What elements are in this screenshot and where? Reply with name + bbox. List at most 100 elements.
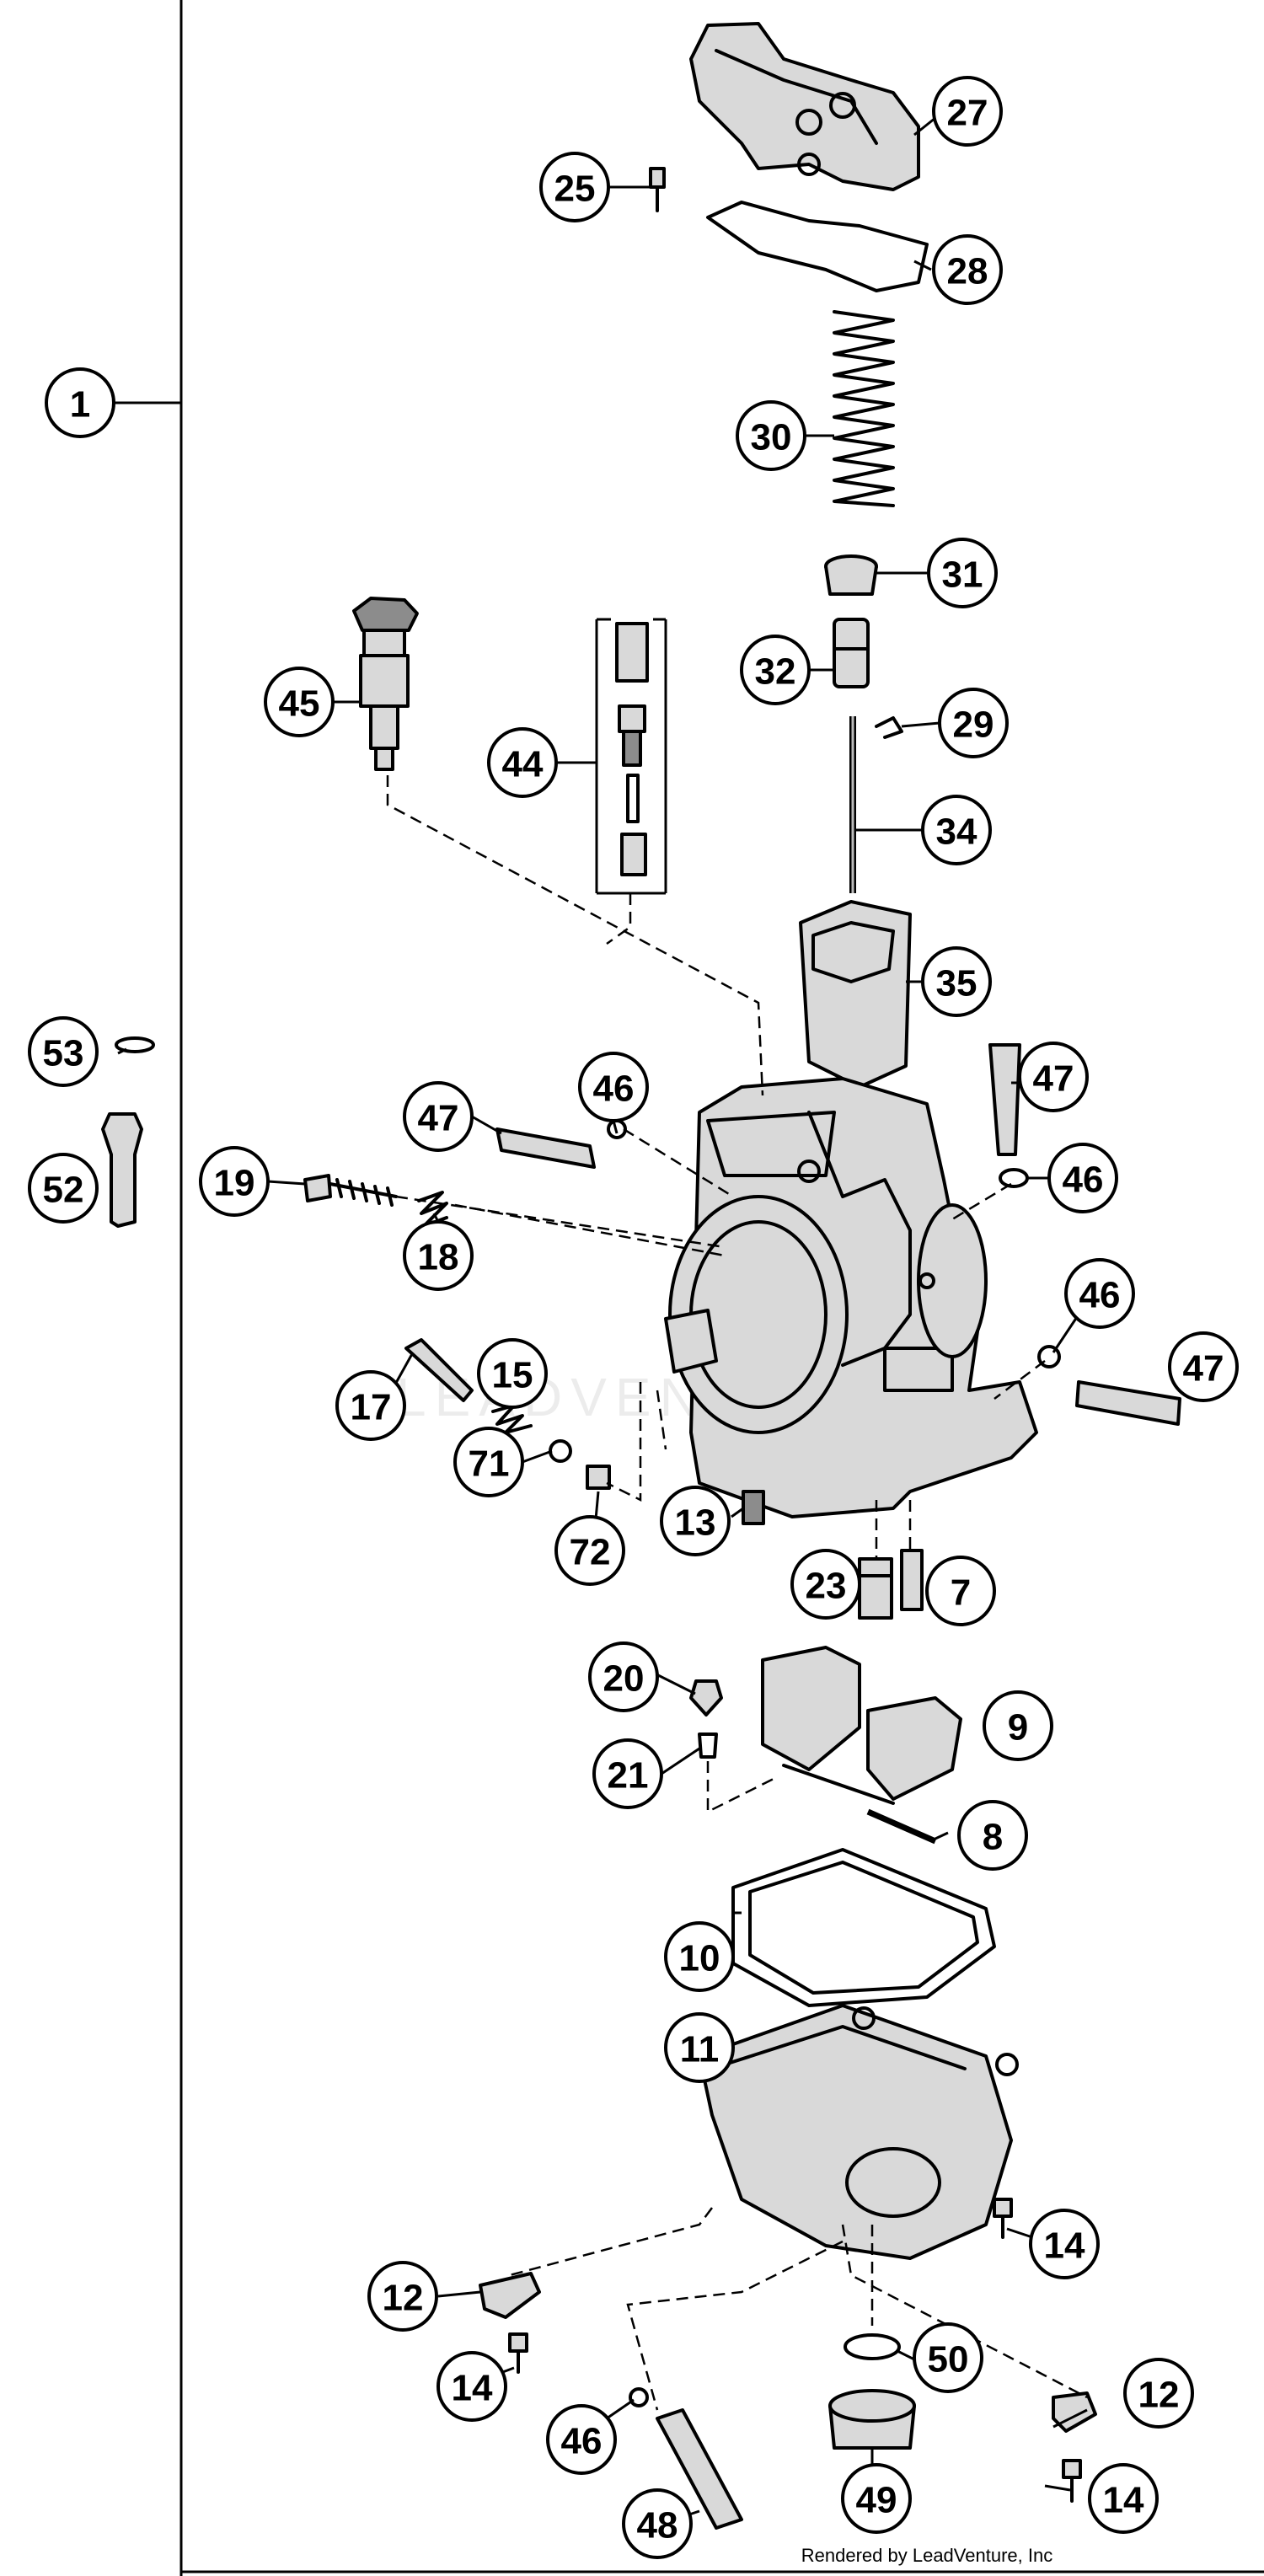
part-50-oring <box>844 2333 901 2360</box>
part-13-jet <box>742 1490 765 1525</box>
svg-text:27: 27 <box>947 93 988 134</box>
callout-18: 18 <box>403 1220 474 1291</box>
part-7-jet <box>900 1549 924 1611</box>
part-11-float-bowl <box>698 2004 1019 2260</box>
callout-7: 7 <box>925 1556 996 1626</box>
part-14-screw-top <box>993 2198 1013 2239</box>
svg-text:31: 31 <box>942 554 983 596</box>
callout-71: 71 <box>453 1427 524 1497</box>
part-14-screw-right <box>1062 2459 1082 2503</box>
callout-12-right: 12 <box>1123 2358 1194 2429</box>
svg-text:7: 7 <box>951 1572 971 1614</box>
part-44-jet-kit <box>595 618 667 895</box>
svg-text:48: 48 <box>637 2505 678 2547</box>
part-20-valve <box>689 1679 723 1716</box>
svg-text:25: 25 <box>554 169 596 210</box>
part-30-spring <box>833 310 895 507</box>
callout-9: 9 <box>983 1690 1053 1761</box>
callout-11: 11 <box>664 2012 735 2083</box>
callout-30: 30 <box>736 400 806 471</box>
part-49-plug <box>828 2389 916 2450</box>
callout-46-d: 46 <box>546 2404 617 2475</box>
callout-72: 72 <box>554 1515 625 1586</box>
svg-text:52: 52 <box>43 1170 84 1211</box>
svg-text:44: 44 <box>502 744 544 785</box>
svg-text:12: 12 <box>1138 2375 1180 2416</box>
callout-44: 44 <box>487 727 558 798</box>
svg-text:21: 21 <box>608 1755 649 1797</box>
callout-8: 8 <box>957 1800 1028 1871</box>
part-12-bracket-right <box>1052 2391 1097 2433</box>
part-71-washer <box>549 1439 572 1463</box>
svg-text:46: 46 <box>561 2421 603 2462</box>
svg-text:30: 30 <box>751 417 792 458</box>
part-21-clip <box>698 1733 718 1759</box>
svg-text:53: 53 <box>43 1033 84 1074</box>
assembly-lines <box>386 775 1088 2411</box>
svg-text:46: 46 <box>1079 1275 1121 1316</box>
callout-45: 45 <box>264 667 335 737</box>
svg-text:10: 10 <box>679 1938 720 1979</box>
svg-text:35: 35 <box>936 963 977 1004</box>
svg-text:14: 14 <box>1103 2480 1144 2521</box>
callout-25: 25 <box>539 152 610 222</box>
callout-27: 27 <box>932 76 1003 147</box>
callout-47-top: 47 <box>1018 1042 1089 1112</box>
part-47-tube-top <box>988 1043 1021 1156</box>
svg-text:46: 46 <box>593 1068 635 1110</box>
svg-text:71: 71 <box>469 1443 510 1485</box>
svg-text:29: 29 <box>953 704 994 746</box>
svg-text:28: 28 <box>947 251 988 292</box>
svg-text:47: 47 <box>1183 1348 1224 1390</box>
part-17-pin <box>404 1338 474 1402</box>
part-23-jet <box>858 1557 893 1620</box>
svg-text:47: 47 <box>1033 1058 1074 1100</box>
callout-1: 1 <box>45 367 115 438</box>
callout-13: 13 <box>660 1486 731 1556</box>
leader-lines <box>114 116 1089 2517</box>
callout-50: 50 <box>913 2322 983 2393</box>
callout-17: 17 <box>335 1370 406 1441</box>
callout-47-left: 47 <box>403 1081 474 1152</box>
svg-text:14: 14 <box>1044 2225 1085 2267</box>
part-46-clamp-b <box>999 1168 1029 1188</box>
part-25-screw <box>649 167 666 212</box>
svg-text:20: 20 <box>603 1658 645 1700</box>
part-32-holder <box>833 618 870 688</box>
svg-text:11: 11 <box>680 2029 720 2070</box>
svg-text:23: 23 <box>806 1566 847 1607</box>
callout-47-right: 47 <box>1168 1331 1239 1402</box>
svg-text:8: 8 <box>983 1817 1003 1858</box>
callout-31: 31 <box>927 538 998 608</box>
part-10-gasket <box>731 1848 996 2007</box>
part-46-clamp-c <box>1037 1345 1061 1368</box>
callout-21: 21 <box>592 1738 663 1809</box>
callout-53: 53 <box>28 1016 99 1087</box>
callout-52: 52 <box>28 1153 99 1224</box>
svg-text:34: 34 <box>936 811 977 853</box>
svg-text:46: 46 <box>1063 1159 1104 1201</box>
svg-text:13: 13 <box>675 1502 716 1544</box>
part-31-cap <box>824 554 878 596</box>
callout-12-left: 12 <box>367 2261 438 2332</box>
part-29-clip <box>875 716 903 739</box>
part-45-adjuster <box>352 597 419 771</box>
callout-20: 20 <box>588 1641 659 1712</box>
svg-text:12: 12 <box>383 2278 424 2319</box>
part-52-fitting <box>101 1112 143 1228</box>
svg-text:15: 15 <box>492 1355 533 1396</box>
callout-35: 35 <box>921 946 992 1017</box>
callout-10: 10 <box>664 1921 735 1992</box>
svg-text:19: 19 <box>214 1163 255 1204</box>
part-14-screw-left <box>508 2332 528 2374</box>
svg-text:14: 14 <box>452 2368 493 2409</box>
part-47-tube-left <box>495 1127 596 1169</box>
svg-text:47: 47 <box>418 1098 459 1139</box>
part-35-slide <box>799 900 912 1089</box>
render-credit: Rendered by LeadVenture, Inc <box>801 2545 1052 2566</box>
svg-text:45: 45 <box>279 683 320 725</box>
svg-text:18: 18 <box>418 1237 459 1278</box>
svg-text:9: 9 <box>1008 1707 1028 1749</box>
callout-23: 23 <box>790 1549 861 1620</box>
